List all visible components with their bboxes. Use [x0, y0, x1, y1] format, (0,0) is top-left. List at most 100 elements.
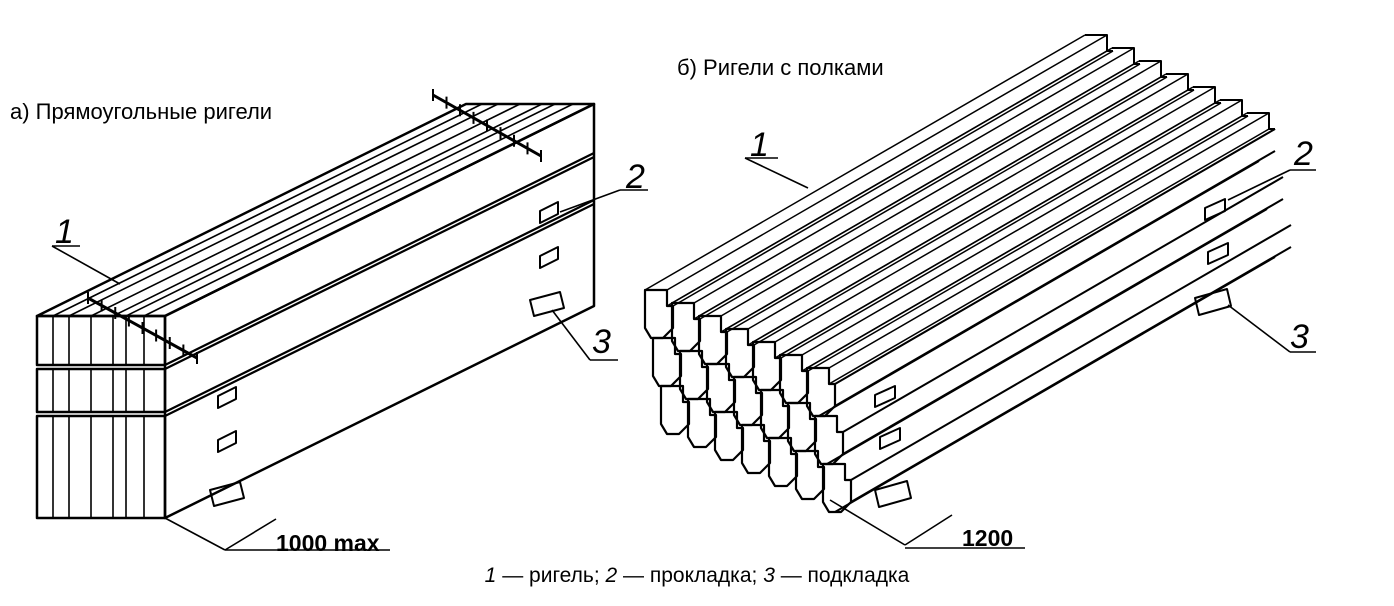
spacer: [1204, 198, 1226, 221]
beam-long-edge: [753, 89, 1195, 346]
beam-end-section: [705, 362, 737, 414]
stack-side-edge: [834, 256, 1276, 513]
legend-text-1: — ригель;: [496, 564, 606, 587]
front-face-tier-1: [35, 314, 167, 367]
panel-a-title: а) Прямоугольные ригели: [10, 99, 273, 124]
rectangular-beam-stack: [35, 89, 648, 551]
top-beam-line: [36, 103, 467, 317]
beam-long-edge: [720, 60, 1162, 317]
side-face: [163, 102, 596, 520]
leader-support: [1227, 304, 1291, 353]
beam-long-edge: [699, 63, 1141, 320]
support-block: [874, 480, 912, 508]
beam-long-edge: [806, 112, 1248, 369]
beam-end-section: [659, 384, 691, 436]
beam-end-section: [778, 353, 810, 405]
panel-a-dimension: 1000 max: [276, 530, 380, 556]
dimension-extension: [164, 517, 226, 551]
tier-gap-line: [164, 156, 595, 370]
beam-long-edge: [726, 76, 1168, 333]
beam-end-section: [759, 388, 791, 440]
beam-long-edge: [752, 86, 1194, 343]
leader-spacer: [1227, 169, 1291, 201]
beam-end-section: [678, 349, 710, 401]
support-block: [529, 291, 565, 317]
stack-side-edge: [834, 128, 1276, 385]
spacer: [874, 385, 896, 408]
spacer: [217, 386, 237, 409]
beam-end-section: [724, 327, 756, 379]
tier-gap-line: [164, 203, 595, 417]
beam-end-section: [713, 410, 745, 462]
spacer: [1207, 242, 1229, 265]
beam-back-end: [1247, 112, 1275, 130]
panel-b-title: б) Ригели с полками: [677, 55, 884, 80]
panel-b-callout-support: 3: [1290, 318, 1309, 356]
beam-long-edge: [780, 102, 1222, 359]
tier-gap-line: [164, 199, 595, 413]
legend-number-1: 1: [484, 564, 497, 587]
beam-long-edge: [801, 99, 1243, 356]
panel-b-callout-spacer: 2: [1294, 135, 1313, 173]
beam-back-end: [1085, 34, 1113, 52]
beam-long-edge: [693, 47, 1135, 304]
dimension-line: [224, 518, 277, 551]
top-beam-line: [125, 103, 556, 317]
beam-end-section: [732, 375, 764, 427]
beam-back-end: [1139, 60, 1167, 78]
beam-back-end: [1166, 73, 1194, 91]
flanged-beam-stack: [643, 34, 1316, 549]
top-beam-line: [112, 103, 543, 317]
leader-spacer: [559, 189, 621, 213]
panel-a-callout-support: 3: [592, 323, 611, 361]
dimension-line: [904, 514, 953, 546]
beam-long-edge: [666, 34, 1108, 291]
leader-beam: [51, 245, 121, 285]
stack-side-edge: [850, 224, 1292, 481]
beam-end-section: [670, 301, 702, 353]
spacer: [539, 201, 559, 224]
beam-end-section: [767, 436, 799, 488]
beam-long-edge: [725, 73, 1167, 330]
front-face-tier-2: [35, 367, 167, 414]
top-beam-line: [68, 103, 499, 317]
tier-gap-line: [164, 152, 595, 366]
beam-long-edge: [828, 128, 1270, 385]
beam-back-end: [1220, 99, 1248, 117]
spacer: [879, 427, 901, 450]
stack-side-edge: [826, 208, 1268, 465]
beam-long-edge: [828, 112, 1270, 369]
beam-back-end: [1112, 47, 1140, 65]
legend: 1 — ригель; 2 — прокладка; 3 — подкладка: [0, 565, 1394, 586]
top-beam-line: [143, 103, 574, 317]
panel-a-callout-spacer: 2: [626, 158, 645, 196]
beam-long-edge: [672, 50, 1114, 307]
stack-side-edge: [818, 160, 1260, 417]
beam-end-section: [794, 449, 826, 501]
beam-long-edge: [807, 115, 1249, 372]
dimension-extension: [829, 499, 906, 546]
beam-end-section: [651, 336, 683, 388]
support-block: [209, 481, 245, 507]
beam-end-section: [686, 397, 718, 449]
beam-end-section: [740, 423, 772, 475]
beam-end-section: [786, 401, 818, 453]
panel-a-callout-beam: 1: [55, 213, 74, 251]
legend-text-2: — прокладка;: [617, 564, 764, 587]
support-block: [1194, 288, 1232, 316]
legend-number-3: 3: [763, 564, 775, 587]
beam-long-edge: [698, 60, 1140, 317]
legend-number-2: 2: [605, 564, 618, 587]
leader-support: [551, 309, 591, 361]
beam-long-edge: [779, 99, 1221, 356]
beam-end-section: [697, 314, 729, 366]
leader-beam: [744, 157, 809, 189]
front-face-tier-3: [35, 414, 167, 520]
legend-text-3: — подкладка: [774, 564, 910, 587]
beam-long-edge: [644, 34, 1086, 291]
top-beam-line: [52, 103, 483, 317]
beam-long-edge: [747, 73, 1189, 330]
spacer: [217, 430, 237, 453]
top-beam-line: [90, 103, 521, 317]
stack-side-edge: [842, 176, 1284, 433]
